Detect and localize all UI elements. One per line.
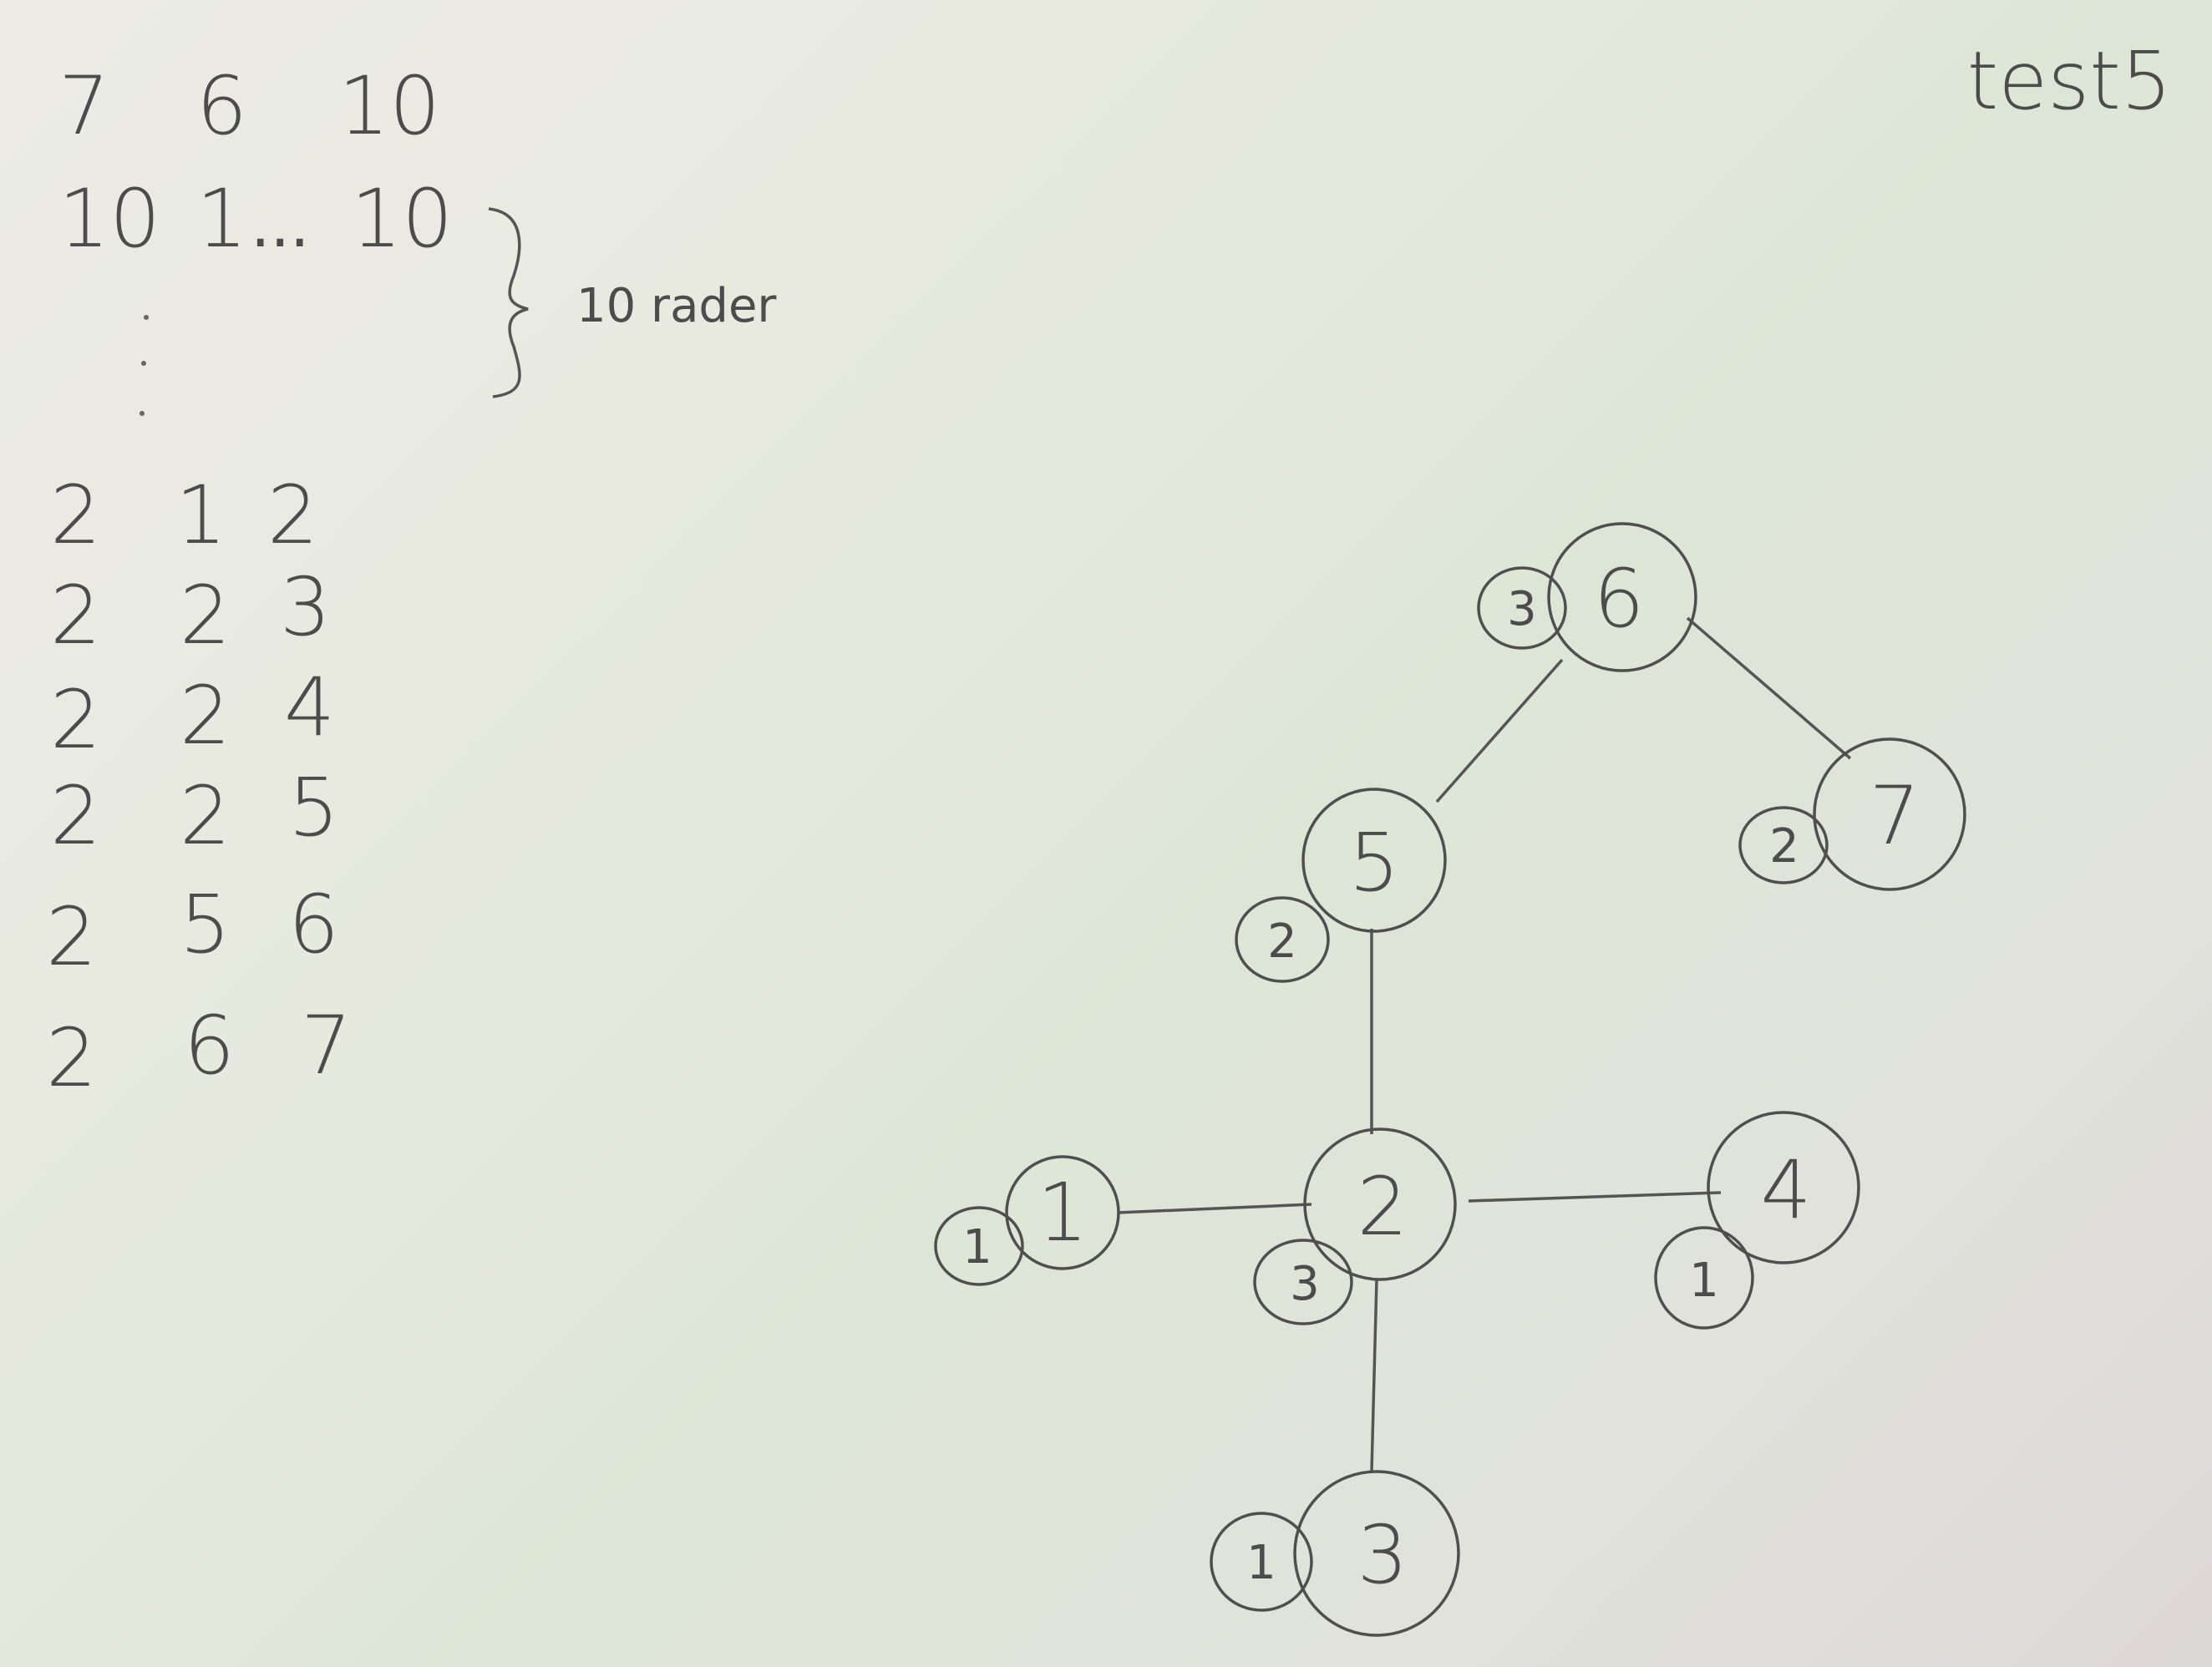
edge-list-value: 2 [46, 1011, 97, 1105]
graph-node-4: 4 1 [1654, 1111, 1860, 1330]
graph-node-5: 5 2 [1235, 788, 1447, 983]
node-label: 7 [1869, 769, 1920, 863]
vertical-ellipsis [140, 315, 149, 416]
graph-node-2: 2 3 [1253, 1127, 1457, 1325]
edge-list-value: 2 [50, 469, 101, 562]
graph-edge-5-6 [1435, 658, 1564, 803]
edge-list-value: 4 [284, 661, 335, 754]
graph-node-1: 1 1 [934, 1155, 1120, 1286]
graph-node-3: 3 1 [1210, 1470, 1460, 1637]
header-value: 7 [58, 59, 109, 153]
header-value: 6 [196, 59, 247, 153]
edge-list-value: 3 [280, 560, 331, 654]
edge-list-value: 7 [301, 999, 352, 1092]
edge-list-value: 2 [50, 673, 101, 767]
node-label: 1 [1037, 1166, 1088, 1259]
brace-note: 10 rader [576, 279, 777, 333]
node-weight: 3 [1290, 1257, 1320, 1311]
node-label: 6 [1593, 552, 1644, 646]
graph-edge-6-7 [1686, 616, 1852, 760]
edge-list-value: 5 [288, 761, 339, 854]
edge-list: 2 1 2 2 2 3 2 2 4 2 2 5 2 5 6 2 6 7 [46, 469, 352, 1105]
header-row: 7 6 10 [58, 59, 440, 153]
curly-brace [488, 207, 529, 398]
edge-list-value: 2 [50, 569, 101, 662]
graph-edge-2-4 [1468, 1191, 1722, 1203]
node-label: 3 [1357, 1508, 1408, 1602]
header-value: 10 [338, 59, 440, 153]
edge-list-value: 2 [50, 769, 101, 863]
edge-list-value: 6 [288, 878, 339, 971]
matrix-ellipsis: ... [251, 190, 310, 261]
node-weight: 1 [1246, 1536, 1276, 1590]
edge-list-value: 2 [46, 890, 97, 984]
node-weight: 2 [1267, 915, 1297, 969]
graph-edge-2-3 [1370, 1279, 1378, 1472]
node-label: 4 [1760, 1143, 1811, 1237]
edge-list-value: 2 [180, 769, 231, 863]
node-weight: 2 [1769, 819, 1799, 874]
node-weight: 1 [962, 1220, 992, 1274]
matrix-value: 10 [351, 172, 453, 266]
node-label: 5 [1348, 816, 1399, 910]
node-label: 2 [1357, 1160, 1408, 1254]
graph-node-6: 6 3 [1477, 522, 1697, 672]
node-weight: 3 [1507, 582, 1537, 636]
matrix-row: 10 1 ... 10 [58, 172, 453, 266]
edge-list-value: 2 [180, 669, 231, 763]
matrix-value: 1 [196, 172, 247, 266]
page-title: test5 [1967, 34, 2172, 128]
graph-edges [1117, 616, 1852, 1472]
edge-list-value: 2 [267, 469, 318, 562]
matrix-value: 10 [58, 172, 160, 266]
edge-list-value: 5 [180, 878, 231, 971]
graph-node-7: 7 2 [1738, 737, 1966, 891]
edge-list-value: 6 [184, 999, 235, 1092]
edge-list-value: 1 [175, 469, 226, 562]
node-weight: 1 [1689, 1254, 1719, 1308]
edge-list-value: 2 [180, 569, 231, 662]
graph-edge-1-2 [1117, 1203, 1312, 1214]
